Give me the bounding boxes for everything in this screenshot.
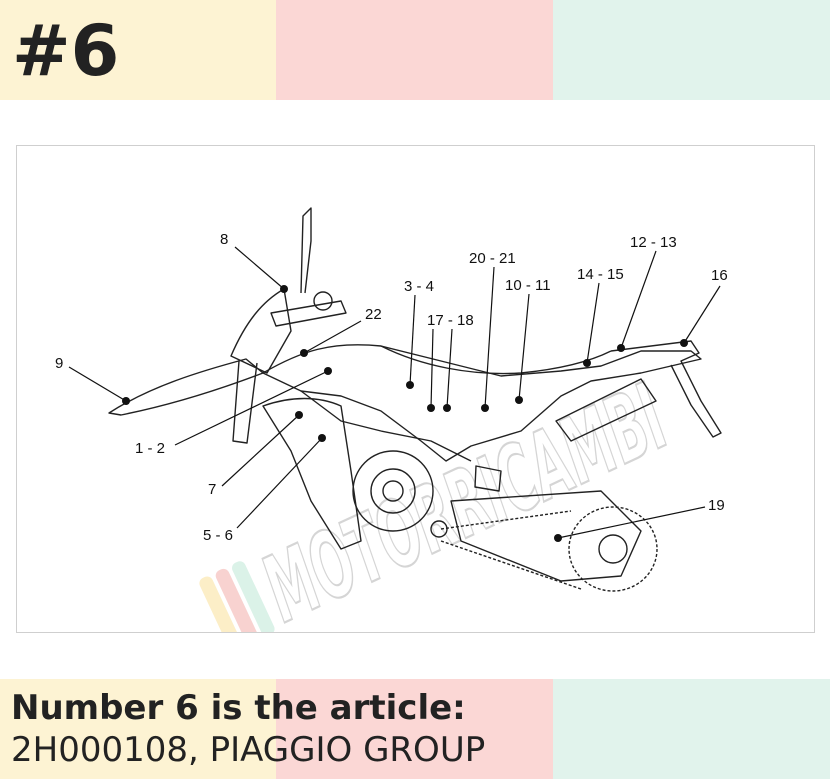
- leader-9: [68, 366, 127, 402]
- leader-10-11: [518, 293, 530, 401]
- leader-16: [683, 285, 721, 344]
- leader-7: [221, 414, 300, 487]
- callout-3-4: 3 - 4: [404, 278, 434, 295]
- article-code: 2H000108, PIAGGIO GROUP: [11, 730, 486, 770]
- band-yellow: [0, 679, 276, 779]
- motorcycle-drawing: [108, 207, 722, 592]
- parts-diagram-frame: MOTORRICAMBI: [16, 145, 815, 633]
- band-pink: [276, 679, 553, 779]
- rear-hub: [598, 534, 628, 564]
- dot-8: [280, 285, 288, 293]
- engine-case: [352, 450, 434, 532]
- callout-20-21: 20 - 21: [469, 250, 516, 267]
- dot-19: [554, 534, 562, 542]
- dot-9: [122, 397, 130, 405]
- leader-17-18b: [430, 328, 434, 409]
- dot-14-15: [583, 359, 591, 367]
- callout-9: 9: [55, 355, 63, 372]
- dot-3-4: [406, 381, 414, 389]
- watermark-text: MOTORRICAMBI: [248, 364, 683, 632]
- mirror: [300, 207, 312, 294]
- motorcycle-decal-diagram: MOTORRICAMBI: [55, 207, 728, 632]
- article-caption-heading: Number 6 is the article:: [11, 688, 466, 728]
- dot-22: [300, 349, 308, 357]
- front-fender: [108, 358, 264, 416]
- band-pink: [276, 0, 553, 100]
- callout-14-15: 14 - 15: [577, 266, 624, 283]
- watermark-bar-mint: [232, 561, 275, 632]
- leader-22: [303, 320, 362, 354]
- exhaust: [555, 378, 657, 442]
- watermark-bar-yellow: [199, 576, 242, 632]
- band-mint: [553, 679, 830, 779]
- dot-17-18b: [427, 404, 435, 412]
- leader-20-21: [484, 266, 495, 409]
- leader-8: [234, 246, 285, 290]
- handlebar: [270, 300, 347, 327]
- dot-5-6: [318, 434, 326, 442]
- dot-7: [295, 411, 303, 419]
- engine-hub: [382, 480, 404, 502]
- callout-19: 19: [708, 497, 725, 514]
- band-yellow: [0, 0, 276, 100]
- leader-1-2: [174, 370, 329, 446]
- dot-1-2: [324, 367, 332, 375]
- dot-10-11: [515, 396, 523, 404]
- rear-sprocket: [568, 506, 658, 592]
- callout-leaders: [68, 246, 721, 542]
- watermark-bar-pink: [215, 568, 259, 632]
- dot-17-18: [443, 404, 451, 412]
- callout-labels: 8 9 22 1 - 2 7 5 - 6 3 - 4 17 - 18 20 - …: [55, 231, 728, 544]
- chain: [440, 510, 582, 590]
- engine-cover: [370, 468, 416, 514]
- leader-12-13: [620, 250, 657, 349]
- callout-7: 7: [208, 481, 216, 498]
- callout-1-2: 1 - 2: [135, 440, 165, 457]
- callout-8: 8: [220, 231, 228, 248]
- frame: [300, 390, 472, 462]
- callout-10-11: 10 - 11: [505, 277, 551, 294]
- page-title: #6: [12, 10, 120, 92]
- header-color-band: [0, 0, 830, 100]
- radiator-shroud: [262, 397, 362, 550]
- swingarm: [450, 490, 642, 582]
- front-fork: [232, 360, 258, 444]
- callout-12-13: 12 - 13: [630, 234, 677, 251]
- callout-22: 22: [365, 306, 382, 323]
- dot-16: [680, 339, 688, 347]
- engine-sprocket: [430, 520, 448, 538]
- leader-17-18: [446, 328, 453, 409]
- handlebar-grip: [313, 291, 333, 311]
- leader-14-15: [586, 282, 600, 364]
- leader-19: [557, 506, 706, 539]
- leader-5-6: [236, 437, 323, 529]
- callout-17-18: 17 - 18: [427, 312, 474, 329]
- footpeg: [474, 465, 502, 492]
- footer-color-band: [0, 679, 830, 779]
- tail-section: [610, 340, 722, 438]
- leader-3-4: [409, 294, 416, 386]
- callout-16: 16: [711, 267, 728, 284]
- callout-5-6: 5 - 6: [203, 527, 233, 544]
- headlight-mask: [230, 288, 292, 374]
- dot-20-21: [481, 404, 489, 412]
- band-mint: [553, 0, 830, 100]
- dot-12-13: [617, 344, 625, 352]
